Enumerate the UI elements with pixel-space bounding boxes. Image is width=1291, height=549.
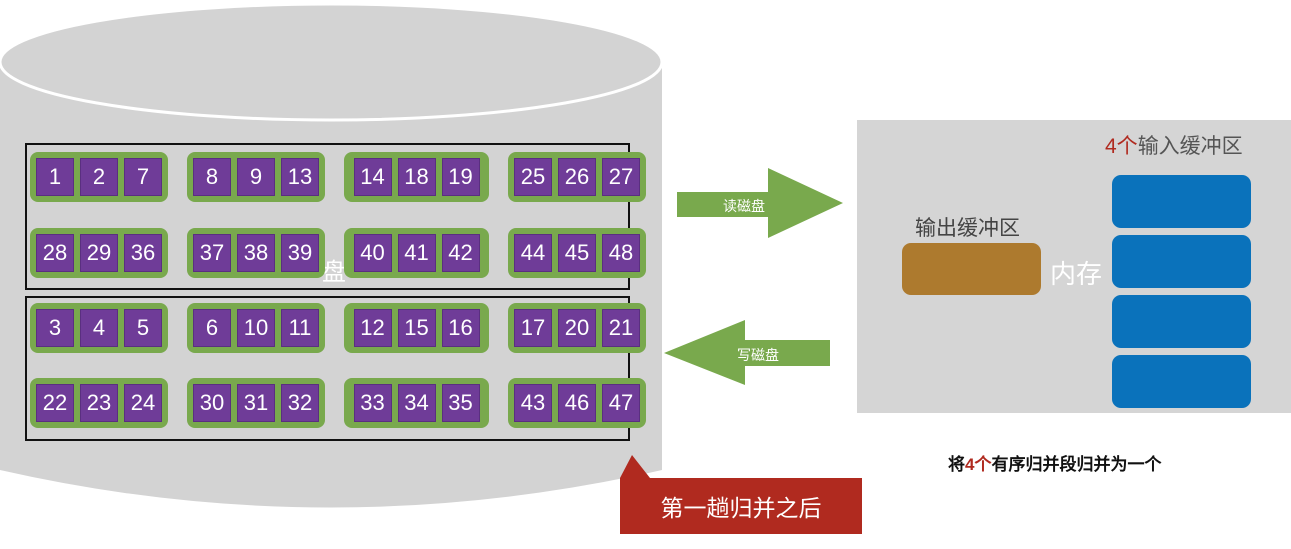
input-buffer xyxy=(1112,235,1251,288)
record-cell: 46 xyxy=(558,384,596,422)
caption-suffix: 有序归并段归并为一个 xyxy=(991,455,1162,474)
input-buffer-label: 输入缓冲区 xyxy=(1137,135,1243,158)
merged-runs-box-top xyxy=(25,143,630,290)
record-cell: 44 xyxy=(514,234,552,272)
record-cell: 31 xyxy=(237,384,275,422)
record-cell: 7 xyxy=(124,158,162,196)
record-cell: 41 xyxy=(397,234,436,272)
record-cell: 19 xyxy=(441,158,480,196)
record-cell: 12 xyxy=(353,309,392,347)
caption-highlight: 4个 xyxy=(965,455,992,474)
record-cell: 6 xyxy=(193,309,231,347)
record-cell: 40 xyxy=(353,234,392,272)
record-cell: 24 xyxy=(124,384,162,422)
record-cell: 3 xyxy=(36,309,74,347)
record-cell: 14 xyxy=(353,158,392,196)
memory-label: 内存 xyxy=(1050,259,1103,289)
record-cell: 33 xyxy=(353,384,392,422)
record-cell: 32 xyxy=(281,384,319,422)
record-cell: 36 xyxy=(124,234,162,272)
record-cell: 8 xyxy=(193,158,231,196)
caption-prefix: 将 xyxy=(948,455,965,474)
record-cell: 45 xyxy=(558,234,596,272)
disk-label: 盘 xyxy=(322,259,346,286)
read-disk-label: 读磁盘 xyxy=(723,198,765,214)
input-buffer xyxy=(1112,295,1251,348)
output-buffer-title: 输出缓冲区 xyxy=(915,217,1020,240)
record-cell: 26 xyxy=(558,158,596,196)
record-cell: 2 xyxy=(80,158,118,196)
merge-caption: 将4个有序归并段归并为一个 xyxy=(948,450,1161,475)
callout-text: 第一趟归并之后 xyxy=(660,495,822,521)
disk-top xyxy=(0,2,664,122)
input-buffer xyxy=(1112,175,1251,228)
record-cell: 37 xyxy=(193,234,231,272)
record-cell: 34 xyxy=(397,384,436,422)
record-cell: 13 xyxy=(281,158,319,196)
input-buffer xyxy=(1112,355,1251,408)
record-cell: 43 xyxy=(514,384,552,422)
record-cell: 1 xyxy=(36,158,74,196)
record-cell: 29 xyxy=(80,234,118,272)
callout-pointer xyxy=(620,455,650,478)
record-cell: 39 xyxy=(281,234,319,272)
record-cell: 16 xyxy=(441,309,480,347)
record-cell: 9 xyxy=(237,158,275,196)
record-cell: 15 xyxy=(397,309,436,347)
record-cell: 4 xyxy=(80,309,118,347)
record-cell: 20 xyxy=(558,309,596,347)
record-cell: 25 xyxy=(514,158,552,196)
merged-runs-box-bottom xyxy=(25,296,630,441)
record-cell: 30 xyxy=(193,384,231,422)
write-disk-label: 写磁盘 xyxy=(737,347,779,363)
record-cell: 27 xyxy=(602,158,640,196)
record-cell: 10 xyxy=(237,309,275,347)
read-disk-arrow xyxy=(677,168,843,238)
record-cell: 35 xyxy=(441,384,480,422)
record-cell: 11 xyxy=(281,309,319,347)
write-disk-arrow xyxy=(664,320,830,385)
record-cell: 22 xyxy=(36,384,74,422)
input-buffer-count: 4个 xyxy=(1105,135,1138,158)
record-cell: 18 xyxy=(397,158,436,196)
record-cell: 48 xyxy=(602,234,640,272)
record-cell: 17 xyxy=(514,309,552,347)
record-cell: 28 xyxy=(36,234,74,272)
record-cell: 5 xyxy=(124,309,162,347)
record-cell: 23 xyxy=(80,384,118,422)
callout-box xyxy=(620,478,862,534)
record-cell: 42 xyxy=(441,234,480,272)
input-buffers-title: 4个输入缓冲区 xyxy=(1105,130,1243,160)
record-cell: 21 xyxy=(602,309,640,347)
record-cell: 47 xyxy=(602,384,640,422)
output-buffer xyxy=(902,243,1041,295)
record-cell: 38 xyxy=(237,234,275,272)
